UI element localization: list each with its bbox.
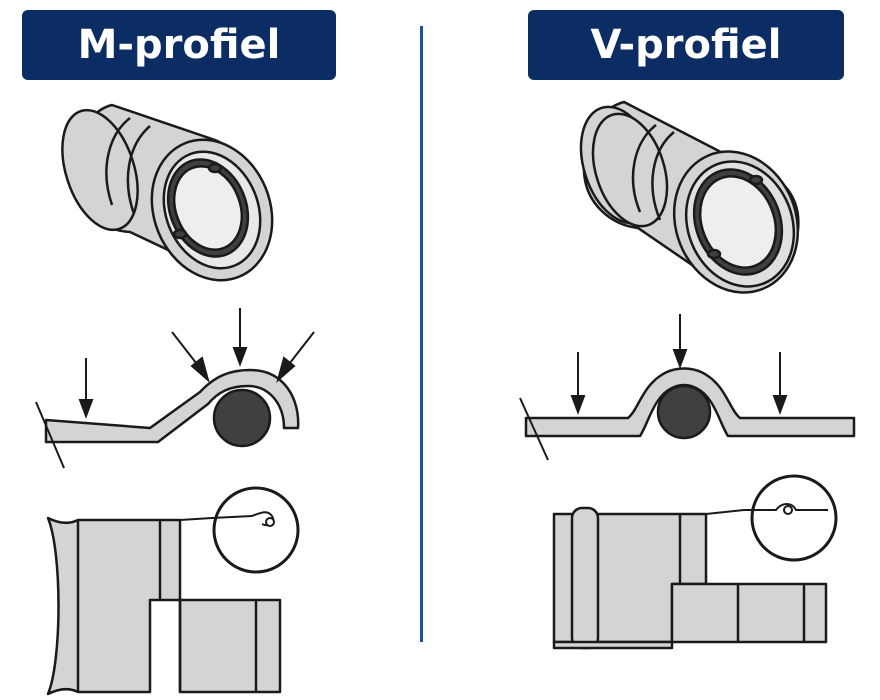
m-profile-title: M-profiel bbox=[22, 10, 336, 80]
m-profile-panel: M-profiel bbox=[0, 0, 420, 700]
m-profile-joint-detail bbox=[46, 486, 300, 696]
v-profile-joint-detail bbox=[552, 474, 838, 650]
v-profile-panel: V-profiel bbox=[424, 0, 880, 700]
v-profile-fitting-3d bbox=[579, 100, 800, 294]
m-profile-cross-section bbox=[35, 308, 315, 469]
v-profile-title: V-profiel bbox=[528, 10, 844, 80]
m-profile-fitting-3d bbox=[61, 103, 274, 282]
panel-divider bbox=[420, 26, 423, 642]
v-profile-cross-section bbox=[519, 314, 856, 461]
